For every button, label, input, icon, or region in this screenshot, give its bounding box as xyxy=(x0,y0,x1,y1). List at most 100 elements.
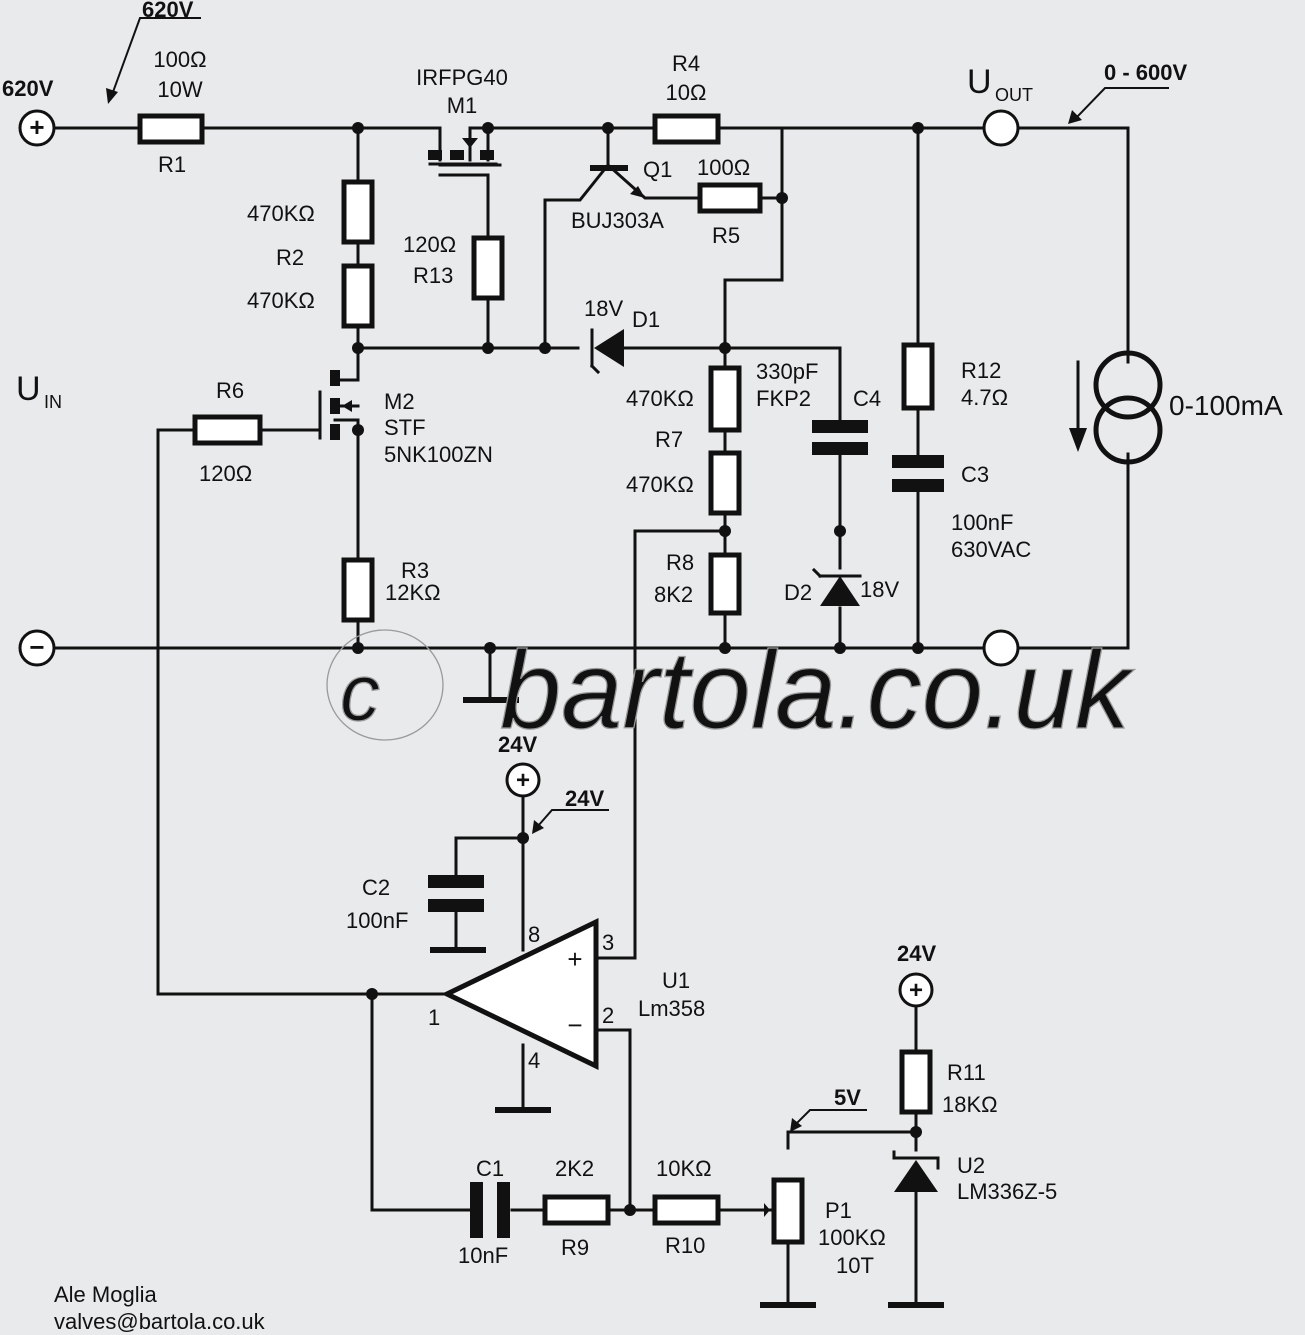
capacitor-c3-plate xyxy=(892,455,944,468)
u-in-subscript: IN xyxy=(44,392,62,412)
watermark: c bartola.co.uk xyxy=(326,628,1135,753)
resistor-r2a xyxy=(341,179,375,245)
r9-value: 2K2 xyxy=(555,1156,594,1181)
m2-part-a: STF xyxy=(384,415,426,440)
resistors xyxy=(137,113,935,1245)
resistor-r6 xyxy=(192,414,263,446)
arrow-icon xyxy=(1068,110,1082,124)
u-in-label: U xyxy=(16,370,41,408)
plus-sign: + xyxy=(516,767,530,794)
u2-part: LM336Z-5 xyxy=(957,1179,1057,1204)
c2-value: 100nF xyxy=(346,908,408,933)
author-email: valves@bartola.co.uk xyxy=(54,1309,266,1334)
capacitor-c2-plate xyxy=(428,899,484,912)
r5-value: 100Ω xyxy=(697,155,750,180)
r8-value: 8K2 xyxy=(654,582,693,607)
output-range-label: 0 - 600V xyxy=(1104,60,1187,85)
r6-value: 120Ω xyxy=(199,461,252,486)
m1-ref: M1 xyxy=(447,93,478,118)
d1-voltage: 18V xyxy=(584,296,623,321)
arrow-5v-label: 5V xyxy=(834,1085,861,1110)
u2-ref: U2 xyxy=(957,1153,985,1178)
resistor-r4 xyxy=(652,113,721,145)
diodes xyxy=(589,328,940,1192)
r5-ref: R5 xyxy=(712,223,740,248)
r2-ref: R2 xyxy=(276,245,304,270)
ground-icon xyxy=(495,1107,551,1113)
input-minus-terminal xyxy=(18,629,56,667)
r11-ref: R11 xyxy=(947,1060,986,1085)
input-voltage-label: 620V xyxy=(2,76,54,101)
resistor-r10 xyxy=(652,1194,721,1226)
capacitor-c4-plate xyxy=(812,420,868,433)
arrow-down-icon xyxy=(1069,428,1087,452)
minus-sign: − xyxy=(29,632,44,662)
input-plus-terminal xyxy=(18,109,56,147)
junction-dots xyxy=(352,122,924,1216)
q1-part: BUJ303A xyxy=(571,208,664,233)
u1-plus-input: + xyxy=(567,944,582,974)
r1-value: 100Ω xyxy=(153,47,206,72)
resistor-r13 xyxy=(471,235,505,301)
r11-value: 18KΩ xyxy=(942,1092,998,1117)
resistor-r2b xyxy=(341,263,375,329)
resistor-r12 xyxy=(901,342,935,411)
bjt-q1-icon xyxy=(590,165,645,198)
load-current-label: 0-100mA xyxy=(1169,390,1283,421)
transistors xyxy=(318,138,645,440)
mosfet-m1-icon xyxy=(428,138,498,166)
capacitor-c4-plate xyxy=(812,442,868,455)
opamp-u1 xyxy=(441,918,599,1070)
u1-pin3: 3 xyxy=(602,930,614,955)
resistor-r8 xyxy=(708,552,742,616)
c4-type: FKP2 xyxy=(756,386,811,411)
c3-rating: 630VAC xyxy=(951,537,1031,562)
r12-value: 4.7Ω xyxy=(961,385,1008,410)
ground-icon xyxy=(430,947,486,953)
r1-ref: R1 xyxy=(158,152,186,177)
terminals: + − + + xyxy=(18,109,1020,1008)
u1-ref: U1 xyxy=(662,968,690,993)
d1-ref: D1 xyxy=(632,307,660,332)
r1-power: 10W xyxy=(157,77,202,102)
c4-value: 330pF xyxy=(756,359,818,384)
resistor-r3 xyxy=(341,557,375,623)
c3-value: 100nF xyxy=(951,510,1013,535)
capacitor-c1-plate xyxy=(497,1182,510,1238)
u1-pin4: 4 xyxy=(528,1048,540,1073)
r3-value: 12KΩ xyxy=(385,580,441,605)
u1-minus-input: − xyxy=(567,1010,582,1040)
r10-value: 10KΩ xyxy=(656,1156,712,1181)
zener-d2-icon xyxy=(820,576,860,606)
output-plus-terminal xyxy=(982,109,1020,147)
resistor-r1 xyxy=(137,113,205,145)
r9-ref: R9 xyxy=(561,1235,589,1260)
r13-ref: R13 xyxy=(413,263,453,288)
p1-value: 100KΩ xyxy=(818,1225,886,1250)
mosfet-m2-icon xyxy=(318,370,360,440)
zener-d1-icon xyxy=(594,329,624,367)
c4-ref: C4 xyxy=(853,386,881,411)
u1-part: Lm358 xyxy=(638,996,705,1021)
r6-ref: R6 xyxy=(216,378,244,403)
capacitors xyxy=(428,420,944,1238)
p1-turns: 10T xyxy=(836,1253,874,1278)
u1-pin8: 8 xyxy=(528,922,540,947)
supply-24v-label-b: 24V xyxy=(897,941,936,966)
pointer-arrows xyxy=(106,17,1169,1132)
wiper-arrow-icon xyxy=(764,1203,770,1217)
resistor-r5 xyxy=(697,182,763,214)
m2-ref: M2 xyxy=(384,389,415,414)
ground-icon xyxy=(760,1302,816,1308)
current-source xyxy=(1069,350,1163,465)
r2-value-b: 470KΩ xyxy=(247,288,315,313)
resistor-r11 xyxy=(899,1049,933,1115)
r4-value: 10Ω xyxy=(666,80,707,105)
r3-ref: R3 xyxy=(401,558,429,583)
ground-symbols xyxy=(430,697,944,1308)
q1-ref: Q1 xyxy=(643,157,672,182)
d2-voltage: 18V xyxy=(860,577,899,602)
supply-24v-terminal-b xyxy=(898,972,934,1008)
arrow-24v-label: 24V xyxy=(565,786,604,811)
